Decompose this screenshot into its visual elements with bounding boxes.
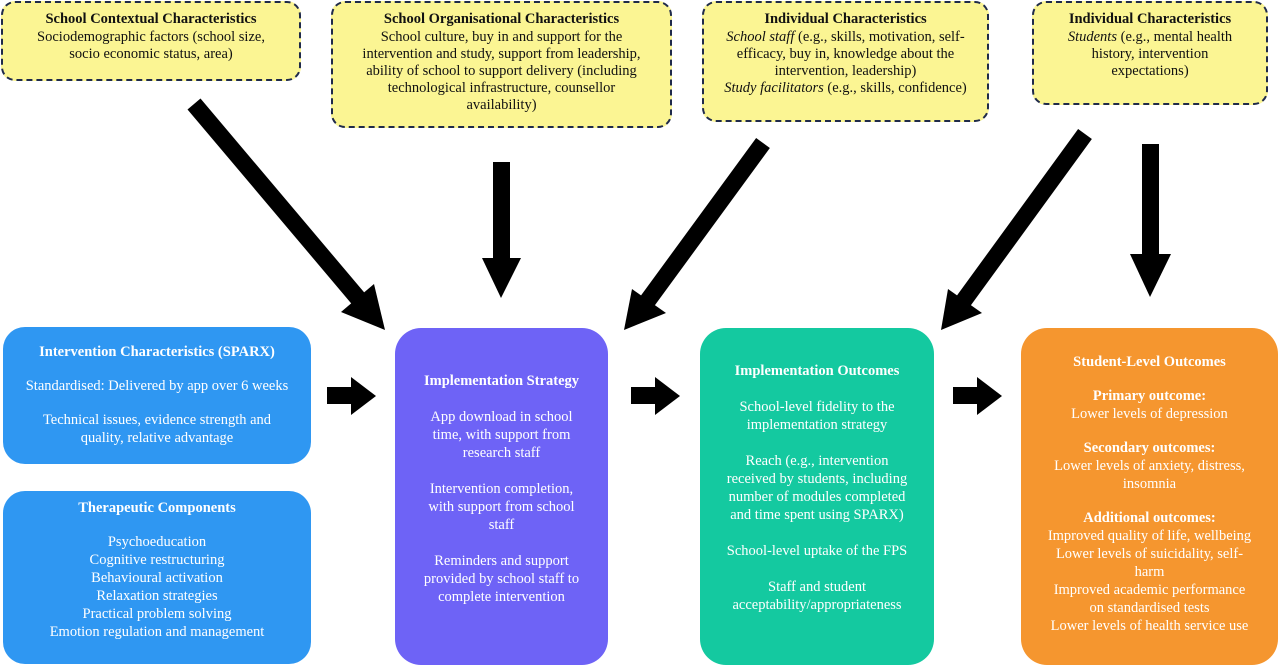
school-contextual-line: socio economic status, area)	[69, 46, 233, 62]
intervention-characteristics-box: Intervention Characteristics (SPARX) Sta…	[3, 327, 311, 464]
strategy-line: with support from school	[428, 499, 575, 515]
additional-outcome-line: Improved academic performance	[1053, 582, 1246, 598]
strategy-line: provided by school staff to	[423, 571, 580, 587]
therapeutic-item: Cognitive restructuring	[89, 552, 225, 568]
impl-outcomes-line: acceptability/appropriateness	[732, 597, 902, 613]
school-organisational-line: ability of school to support delivery (i…	[366, 63, 637, 79]
additional-outcome-line: on standardised tests	[1089, 600, 1210, 616]
therapeutic-item: Relaxation strategies	[96, 588, 218, 604]
therapeutic-title: Therapeutic Components	[78, 500, 236, 516]
intervention-line: Technical issues, evidence strength and	[42, 412, 272, 428]
impl-outcomes-line: Reach (e.g., intervention	[745, 453, 889, 469]
primary-outcome-line: Lower levels of depression	[1071, 406, 1228, 422]
implementation-strategy-box: Implementation Strategy App download in …	[395, 328, 608, 665]
impl-outcomes-line: implementation strategy	[746, 417, 888, 433]
study-facilitators-text: (e.g., skills, confidence)	[823, 80, 967, 96]
therapeutic-item: Emotion regulation and management	[49, 624, 265, 640]
secondary-outcome-line: Lower levels of anxiety, distress,	[1054, 458, 1245, 474]
study-facilitators-label: Study facilitators	[724, 80, 824, 96]
therapeutic-item: Practical problem solving	[82, 606, 232, 622]
school-contextual-box: School Contextual Characteristics Sociod…	[1, 1, 301, 81]
strategy-line: time, with support from	[432, 427, 571, 443]
intervention-line: Standardised: Delivered by app over 6 we…	[25, 378, 289, 394]
impl-outcomes-line: received by students, including	[726, 471, 908, 487]
implementation-outcomes-box: Implementation Outcomes School-level fid…	[700, 328, 934, 665]
primary-outcome-heading: Primary outcome:	[1092, 388, 1207, 404]
individual-students-line: Students (e.g., mental health	[1040, 29, 1260, 46]
arrow-contextual-to-strategy	[187, 98, 385, 330]
secondary-outcomes-heading: Secondary outcomes:	[1083, 440, 1216, 456]
school-contextual-title: School Contextual Characteristics	[45, 11, 257, 27]
additional-outcome-line: Improved quality of life, wellbeing	[1047, 528, 1252, 544]
arrow-intervention-to-strategy	[327, 377, 376, 415]
individual-staff-title: Individual Characteristics	[764, 11, 927, 27]
individual-students-line: expectations)	[1111, 63, 1189, 79]
strategy-line: Intervention completion,	[429, 481, 574, 497]
secondary-outcome-line: insomnia	[1122, 476, 1177, 492]
impl-outcomes-line: Staff and student	[768, 579, 866, 595]
additional-outcome-line: Lower levels of suicidality, self-	[1055, 546, 1244, 562]
therapeutic-components-box: Therapeutic Components Psychoeducation C…	[3, 491, 311, 664]
arrow-students-to-outcomes	[941, 128, 1092, 330]
students-text: (e.g., mental health	[1116, 29, 1233, 45]
additional-outcomes-heading: Additional outcomes:	[1083, 510, 1216, 526]
strategy-line: complete intervention	[438, 589, 565, 605]
students-label: Students	[1067, 29, 1117, 45]
school-organisational-box: School Organisational Characteristics Sc…	[331, 1, 672, 128]
individual-students-title: Individual Characteristics	[1068, 11, 1232, 27]
individual-staff-line: intervention, leadership)	[774, 63, 917, 79]
therapeutic-item: Behavioural activation	[91, 570, 223, 586]
strategy-line: App download in school	[430, 409, 573, 425]
strategy-title: Implementation Strategy	[423, 373, 580, 389]
intervention-title: Intervention Characteristics (SPARX)	[39, 344, 275, 360]
school-organisational-line: technological infrastructure, counsellor	[387, 80, 616, 96]
school-organisational-line: intervention and study, support from lea…	[362, 46, 641, 62]
impl-outcomes-title: Implementation Outcomes	[734, 363, 900, 379]
additional-outcome-line: harm	[1134, 564, 1165, 580]
student-outcomes-title: Student-Level Outcomes	[1073, 354, 1226, 370]
impl-outcomes-line: number of modules completed	[728, 489, 906, 505]
impl-outcomes-line: School-level fidelity to the	[739, 399, 895, 415]
school-organisational-line: availability)	[466, 97, 537, 113]
individual-staff-box: Individual Characteristics School staff …	[702, 1, 989, 122]
therapeutic-item: Psychoeducation	[107, 534, 207, 550]
strategy-line: staff	[488, 517, 515, 533]
school-organisational-title: School Organisational Characteristics	[383, 11, 620, 27]
impl-outcomes-line: and time spent using SPARX)	[730, 507, 904, 523]
strategy-line: research staff	[462, 445, 541, 461]
school-staff-text: (e.g., skills, motivation, self-	[794, 29, 965, 45]
individual-staff-line: Study facilitators (e.g., skills, confid…	[710, 80, 981, 97]
individual-staff-line: School staff (e.g., skills, motivation, …	[710, 29, 981, 46]
arrow-staff-to-strategy	[624, 137, 770, 330]
student-level-outcomes-box: Student-Level Outcomes Primary outcome: …	[1021, 328, 1278, 665]
arrow-students-to-student-outcomes	[1130, 144, 1171, 297]
impl-outcomes-line: School-level uptake of the FPS	[726, 543, 908, 559]
individual-students-box: Individual Characteristics Students (e.g…	[1032, 1, 1268, 105]
strategy-line: Reminders and support	[434, 553, 569, 569]
individual-staff-line: efficacy, buy in, knowledge about the	[736, 46, 955, 62]
arrow-organisational-to-strategy	[482, 162, 521, 298]
arrow-strategy-to-outcomes	[631, 377, 680, 415]
arrow-outcomes-to-student-outcomes	[953, 377, 1002, 415]
individual-students-line: history, intervention	[1091, 46, 1209, 62]
school-staff-label: School staff	[726, 29, 795, 45]
school-contextual-line: Sociodemographic factors (school size,	[37, 29, 265, 45]
school-organisational-line: School culture, buy in and support for t…	[380, 29, 623, 45]
intervention-line: quality, relative advantage	[80, 430, 234, 446]
additional-outcome-line: Lower levels of health service use	[1050, 618, 1249, 634]
